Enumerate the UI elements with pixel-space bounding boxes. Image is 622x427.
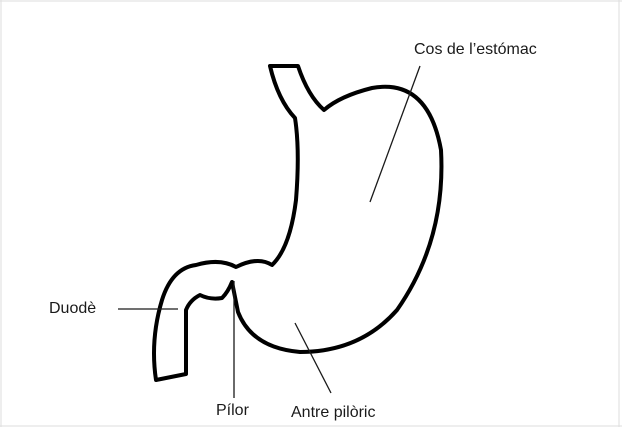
leader-antrum (295, 323, 331, 393)
label-duodenum: Duodè (49, 301, 96, 317)
stomach-outline (154, 66, 441, 380)
label-pyloric-antrum: Antre pilòric (291, 405, 375, 421)
label-stomach-body: Cos de l’estómac (414, 42, 537, 58)
label-pylorus: Pílor (216, 403, 249, 419)
